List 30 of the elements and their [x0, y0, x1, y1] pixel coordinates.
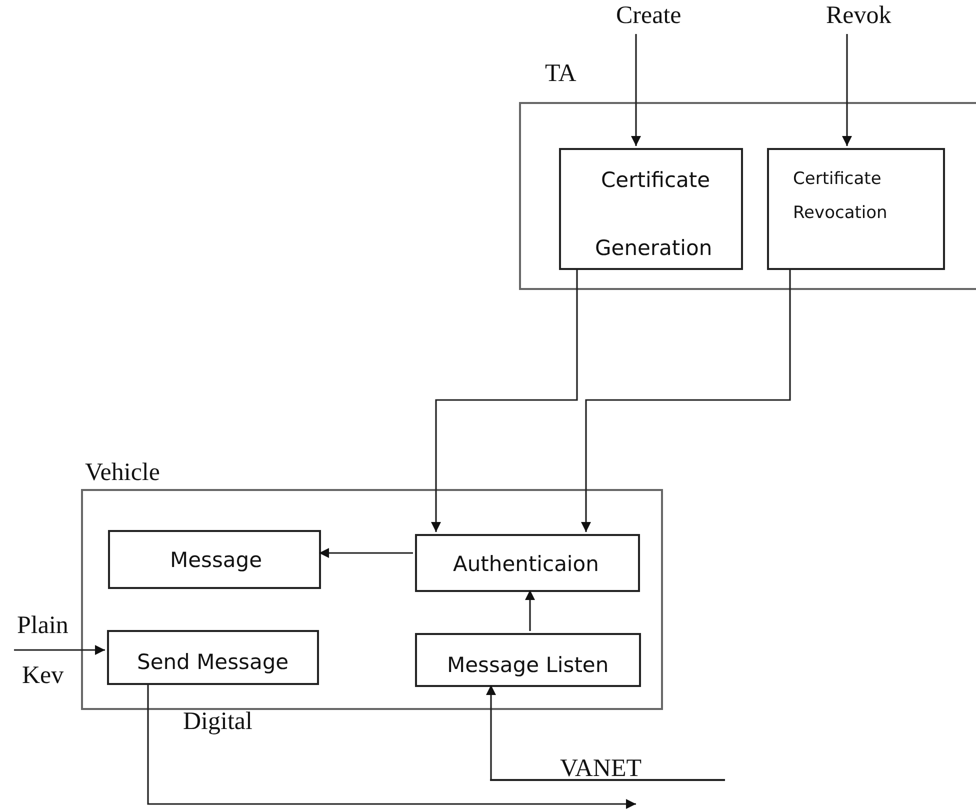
signal-label: Kev	[22, 662, 64, 690]
box-label: Message	[170, 548, 262, 572]
box-label: Generation	[595, 236, 712, 260]
arrow	[581, 268, 791, 532]
arrow	[147, 683, 636, 809]
box-label: Certificate	[601, 168, 710, 192]
box-label: Send Message	[137, 650, 289, 674]
process-box	[415, 534, 640, 592]
arrow	[319, 548, 413, 558]
arrow	[631, 34, 641, 146]
box-label: Authenticaion	[453, 552, 599, 576]
process-box	[108, 530, 321, 589]
input-label: Revok	[826, 2, 892, 30]
arrow	[842, 34, 852, 146]
box-label: Certificate Revocation	[793, 168, 888, 225]
network-label: VANET	[560, 755, 642, 783]
signal-label: Digital	[183, 708, 252, 736]
box-label: Message Listen	[447, 653, 609, 677]
process-box	[559, 148, 743, 270]
arrow	[486, 685, 496, 781]
signal-label: Plain	[17, 612, 68, 640]
arrow	[431, 268, 578, 532]
arrow	[14, 645, 105, 655]
arrow	[525, 590, 535, 631]
process-box	[107, 630, 319, 685]
process-box	[415, 633, 641, 687]
process-box	[767, 148, 945, 270]
group-title: Vehicle	[85, 459, 160, 487]
input-label: Create	[616, 2, 682, 30]
group-title: TA	[545, 60, 576, 88]
